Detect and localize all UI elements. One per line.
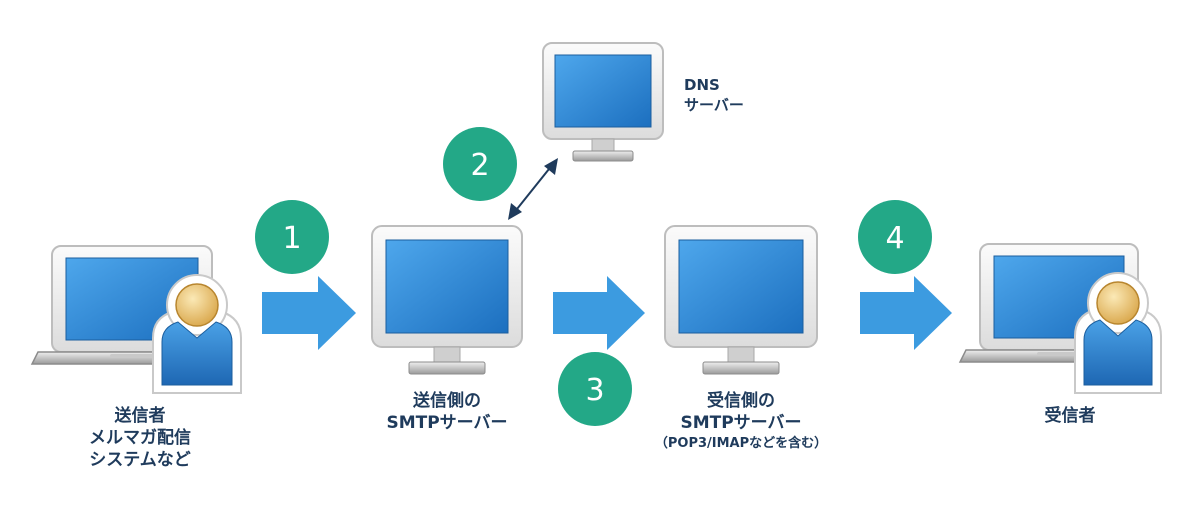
sender-label-line-2: メルマガ配信 — [89, 428, 191, 448]
flow-arrow-1 — [262, 276, 356, 350]
receiver-label: 受信者 — [1010, 405, 1130, 427]
sending-smtp-label-line-1: 送信側の — [413, 391, 481, 411]
sending-smtp-label-line-2: SMTPサーバー — [386, 413, 508, 433]
sender-user-icon — [152, 274, 242, 394]
flow-arrow-3 — [553, 276, 645, 350]
step-number-1: 1 — [282, 221, 301, 256]
dns-lookup-arrow — [508, 158, 558, 220]
receiving-smtp-label: 受信側の SMTPサーバー （POP3/IMAPなどを含む） — [641, 390, 841, 454]
receiving-smtp-server-monitor-icon — [664, 225, 818, 375]
step-badge-2: 2 — [443, 127, 517, 201]
flow-arrow-4 — [860, 276, 952, 350]
receiving-smtp-label-line-2: SMTPサーバー — [680, 413, 802, 433]
sender-label-line-3: システムなど — [89, 450, 191, 470]
sending-smtp-server-monitor-icon — [371, 225, 523, 375]
dns-server-monitor-icon — [542, 42, 664, 162]
dns-label-line-1: DNS — [684, 76, 720, 94]
step-number-3: 3 — [585, 373, 604, 408]
step-badge-3: 3 — [558, 352, 632, 426]
step-number-4: 4 — [885, 221, 904, 256]
sender-label-line-1: 送信者 — [114, 406, 166, 426]
sending-smtp-label: 送信側の SMTPサーバー — [357, 390, 537, 434]
receiving-smtp-label-line-1: 受信側の — [707, 391, 775, 411]
receiver-label-line-1: 受信者 — [1044, 406, 1096, 426]
step-badge-4: 4 — [858, 200, 932, 274]
receiver-user-icon — [1074, 272, 1162, 394]
step-number-2: 2 — [470, 148, 489, 183]
receiving-smtp-note: （POP3/IMAPなどを含む） — [654, 436, 828, 451]
step-badge-1: 1 — [255, 200, 329, 274]
dns-label: DNS サーバー — [684, 75, 744, 115]
dns-label-line-2: サーバー — [684, 96, 744, 114]
sender-label: 送信者 メルマガ配信 システムなど — [50, 405, 230, 471]
